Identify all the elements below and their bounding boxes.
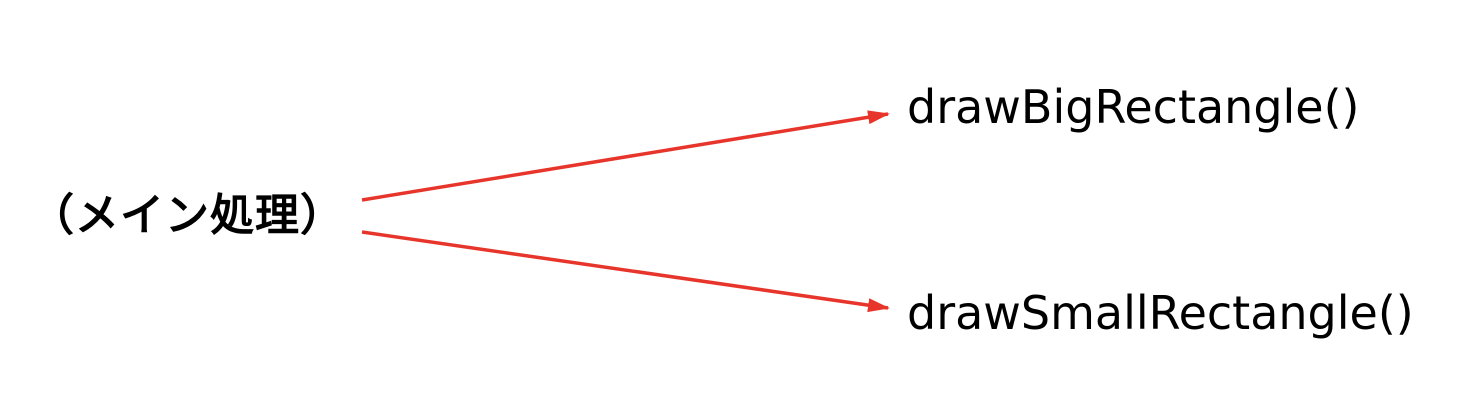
draw-small-rectangle-label: drawSmallRectangle() [907,286,1414,340]
draw-big-rectangle-label: drawBigRectangle() [907,80,1360,134]
arrow-to-draw-big-rectangle [361,110,890,202]
arrow-to-draw-small-rectangle [361,230,890,313]
main-process-label: （メイン処理） [30,190,345,241]
